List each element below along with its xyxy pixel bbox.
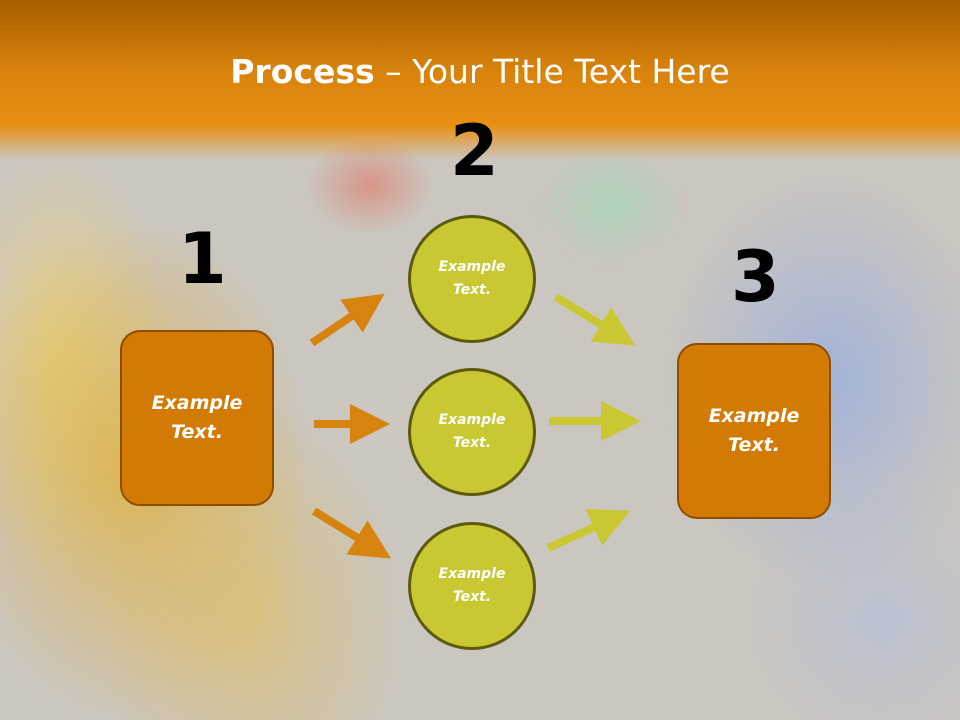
- arrow-to-circle-bottom: [311, 507, 392, 559]
- step-2-circle-top: Example Text.: [408, 215, 536, 343]
- slide-title: Process – Your Title Text Here: [0, 52, 960, 91]
- title-bar: [0, 0, 960, 160]
- step-number-2: 2: [450, 110, 499, 192]
- step-1-label: Example Text.: [151, 392, 243, 443]
- step-2-circle-bottom: Example Text.: [408, 522, 536, 650]
- step-number-1: 1: [178, 218, 227, 300]
- step-number-3: 3: [731, 236, 780, 318]
- title-rest: – Your Title Text Here: [374, 52, 730, 91]
- arrow-from-circle-top: [553, 293, 636, 346]
- step-1-box: Example Text.: [120, 330, 274, 506]
- circle-top-label: Example Text.: [438, 259, 506, 298]
- arrow-from-circle-bottom: [546, 509, 631, 552]
- step-2-circle-middle: Example Text.: [408, 368, 536, 496]
- circle-bottom-label: Example Text.: [438, 566, 506, 605]
- arrow-to-circle-top: [309, 293, 385, 347]
- step-3-box: Example Text.: [677, 343, 831, 519]
- step-3-label: Example Text.: [708, 405, 800, 456]
- title-bold: Process: [230, 52, 375, 91]
- circle-middle-label: Example Text.: [438, 412, 506, 451]
